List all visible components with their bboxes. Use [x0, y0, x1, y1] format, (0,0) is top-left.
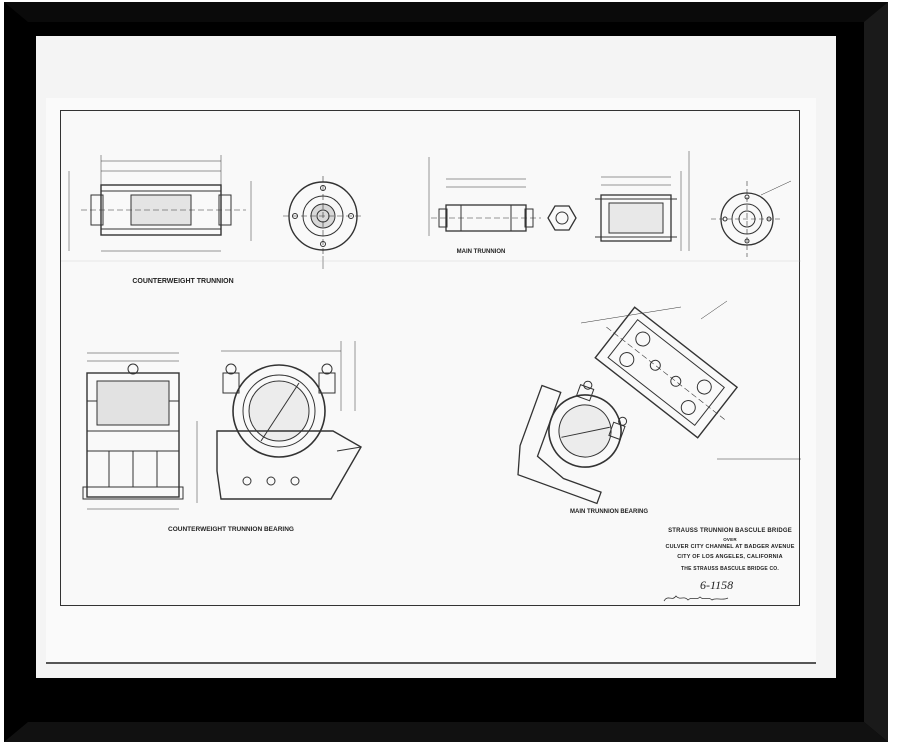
title-line-2: OVER [723, 537, 737, 542]
main-trunnion-bearing-section [517, 380, 628, 505]
drawing-views: COUNTERWEIGHT TRUNNION MAIN TRUNNION COU… [61, 151, 801, 533]
title-line-4: CITY OF LOS ANGELES, CALIFORNIA [677, 554, 783, 560]
title-line-3: CULVER CITY CHANNEL AT BADGER AVENUE [665, 544, 795, 550]
counterweight-trunnion-label: COUNTERWEIGHT TRUNNION [132, 278, 233, 285]
main-trunnion-hex-end [547, 205, 577, 231]
counterweight-bearing-front-view [216, 341, 362, 500]
counterweight-trunnion-elevation [68, 155, 252, 252]
title-line-5: THE STRAUSS BASCULE BRIDGE CO. [681, 566, 779, 572]
print-margin [46, 638, 816, 664]
counterweight-bearing-end-view [711, 180, 792, 257]
main-trunnion-bearing-plan [594, 306, 739, 439]
counterweight-trunnion-end-view [283, 176, 363, 269]
sheet-number: 6-1158 [700, 578, 734, 592]
engineering-drawing: COUNTERWEIGHT TRUNNION MAIN TRUNNION COU… [60, 110, 801, 606]
counterweight-trunnion-bearing-label: COUNTERWEIGHT TRUNNION BEARING [168, 526, 294, 533]
counterweight-bearing-elevation [595, 151, 690, 251]
counterweight-bearing-side-view [82, 352, 198, 510]
handwritten-signature [663, 595, 729, 602]
title-line-1: STRAUSS TRUNNION BASCULE BRIDGE [668, 528, 792, 534]
main-trunnion-elevation [428, 157, 541, 236]
title-block: STRAUSS TRUNNION BASCULE BRIDGE OVER CUL… [660, 528, 800, 606]
main-trunnion-bearing-label: MAIN TRUNNION BEARING [570, 509, 648, 515]
main-trunnion-label: MAIN TRUNNION [457, 249, 506, 255]
